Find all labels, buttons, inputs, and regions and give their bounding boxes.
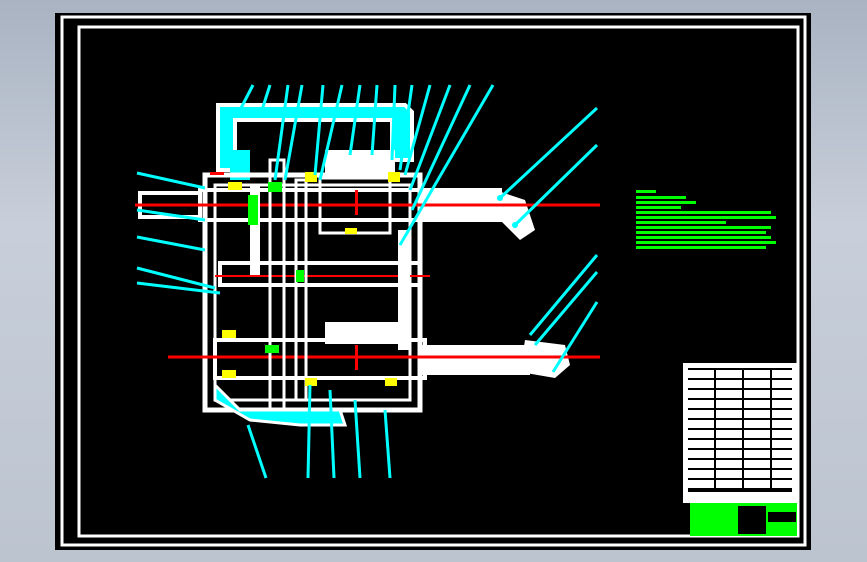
vertical-shaft-right bbox=[294, 178, 308, 402]
housing-body bbox=[202, 172, 423, 413]
input-flange bbox=[495, 190, 535, 240]
gear-markers bbox=[248, 182, 304, 353]
sheet-inner-border bbox=[77, 25, 800, 538]
input-shaft bbox=[138, 150, 535, 240]
balloon-dot-icon bbox=[497, 195, 518, 228]
output-flange bbox=[520, 340, 570, 378]
technical-notes bbox=[636, 190, 776, 249]
housing-bottom-cap bbox=[213, 381, 348, 427]
input-shaft-extension bbox=[420, 188, 500, 218]
leader-line-icon bbox=[136, 84, 599, 479]
gear-highlights bbox=[222, 172, 400, 386]
sheet-outer-border bbox=[60, 15, 807, 547]
intermediate-shaft bbox=[218, 261, 422, 287]
housing-inner bbox=[213, 183, 412, 402]
title-block bbox=[683, 363, 797, 536]
gearbox-assembly bbox=[135, 103, 600, 427]
output-shaft bbox=[213, 322, 570, 380]
upper-gear-block bbox=[325, 150, 395, 175]
